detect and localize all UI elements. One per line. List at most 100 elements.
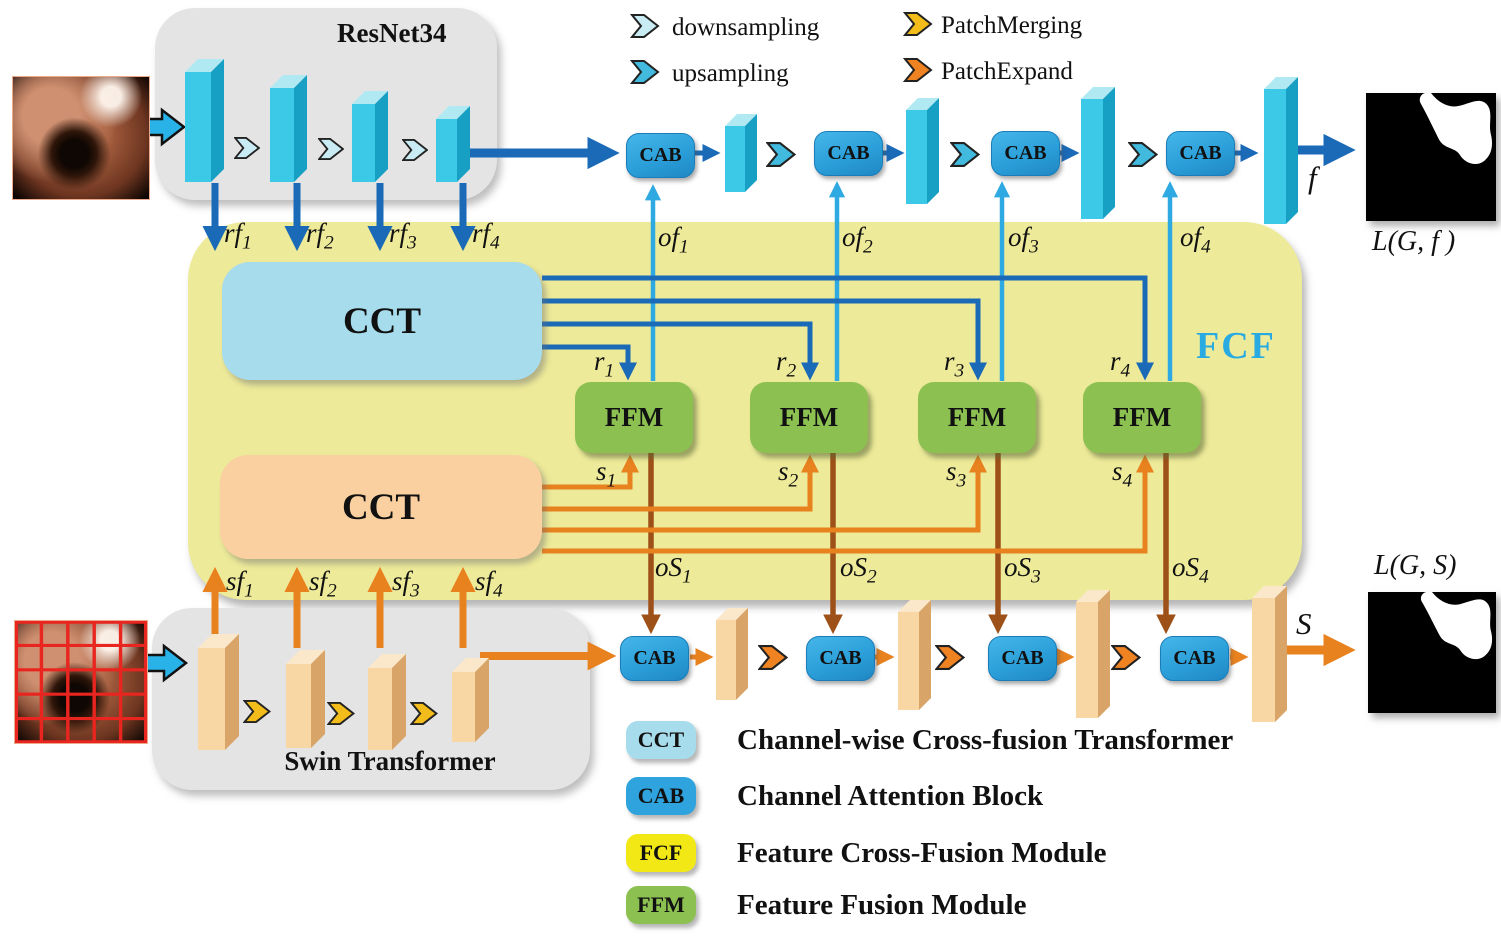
cab-label: CAB <box>827 142 870 164</box>
flow-label-r1: r1 <box>594 346 615 382</box>
s-feature-arrows <box>542 454 1155 554</box>
decoder-bottom-slab-4 <box>1252 598 1275 722</box>
decoder-top-slab-1 <box>725 126 745 192</box>
resnet-feature-slab-2 <box>270 88 294 182</box>
cab-label: CAB <box>819 647 862 669</box>
prediction-mask-s <box>1368 592 1496 713</box>
of-output-arrows <box>644 181 1179 381</box>
legend-desc-cab: Channel Attention Block <box>737 780 1044 812</box>
resnet-feature-slab-1 <box>185 72 211 182</box>
flow-label-s3: s3 <box>946 456 967 492</box>
cab-block-top-1: CAB <box>626 133 695 178</box>
cct-label: CCT <box>342 300 422 342</box>
patch-merging-icon <box>327 702 355 725</box>
legend-swatch-fcf: FCF <box>626 834 696 872</box>
flow-label-of4: of4 <box>1180 222 1211 258</box>
decoder-bottom-slab-1 <box>716 620 736 700</box>
legend-desc-ffm: Feature Fusion Module <box>737 889 1027 921</box>
decoder-bottom-slab-2 <box>898 612 919 710</box>
flow-label-os4: oS4 <box>1172 552 1209 588</box>
flow-label-of3: of3 <box>1008 222 1039 258</box>
fcf-region-label: FCF <box>1196 325 1276 367</box>
prediction-mask-f <box>1366 93 1496 221</box>
cab-block-bottom-1: CAB <box>620 636 689 681</box>
patch-expand-icon <box>1111 645 1141 670</box>
patch-expand-icon <box>758 645 788 670</box>
flow-label-s4: s4 <box>1112 456 1133 492</box>
ffm-block-1: FFM <box>575 382 693 453</box>
flow-label-of1: of1 <box>658 222 689 258</box>
flow-label-r4: r4 <box>1110 346 1131 382</box>
flow-label-rf3: rf3 <box>389 218 417 254</box>
cab-label: CAB <box>633 647 676 669</box>
upsampling-icon <box>766 142 796 167</box>
resnet-feature-slab-3 <box>352 104 375 182</box>
legend-desc-fcf: Feature Cross-Fusion Module <box>737 837 1107 869</box>
flow-label-os2: oS2 <box>840 552 877 588</box>
flow-label-os1: oS1 <box>655 552 692 588</box>
r-feature-arrows <box>542 275 1154 381</box>
flow-label-sf3: sf3 <box>392 566 420 602</box>
patch-expand-icon <box>935 645 965 670</box>
ffm-label: FFM <box>604 402 664 432</box>
cab-block-top-2: CAB <box>814 131 883 176</box>
cab-block-top-4: CAB <box>1166 131 1235 176</box>
downsampling-icon <box>402 139 428 161</box>
input-endoscopy-image-patched <box>14 620 148 744</box>
legend-desc-cct: Channel-wise Cross-fusion Transformer <box>737 724 1234 756</box>
cab-block-bottom-3: CAB <box>988 636 1057 681</box>
patch-expand-legend-icon <box>903 58 933 82</box>
legend-patch-merging: PatchMerging <box>941 12 1083 39</box>
legend-patch-expand: PatchExpand <box>941 58 1073 85</box>
flow-label-rf1: rf1 <box>224 218 252 254</box>
cab-block-bottom-2: CAB <box>806 636 875 681</box>
legend-upsampling: upsampling <box>672 60 789 87</box>
downsampling-icon <box>234 137 260 159</box>
cct-block-swin: CCT <box>220 455 542 559</box>
patch-merging-icon <box>243 700 271 723</box>
cct-block-resnet: CCT <box>222 262 542 380</box>
upsampling-icon <box>1128 142 1158 167</box>
cct-label: CCT <box>341 486 421 528</box>
flow-label-rf4: rf4 <box>472 218 500 254</box>
mask-blob <box>1420 592 1493 660</box>
swin-feature-slab-3 <box>368 668 392 750</box>
downsampling-legend-icon <box>630 14 660 38</box>
swin-title: Swin Transformer <box>284 746 496 776</box>
legend-downsampling: downsampling <box>672 14 820 41</box>
patch-merging-icon <box>410 702 438 725</box>
rf-feature-arrows <box>202 183 476 252</box>
resnet-feature-slab-4 <box>436 119 457 182</box>
swin-feature-slab-4 <box>452 672 475 742</box>
flow-label-sf1: sf1 <box>226 566 254 602</box>
flow-label-os3: oS3 <box>1004 552 1041 588</box>
swin-feature-slab-2 <box>286 664 311 748</box>
cab-label: CAB <box>1179 142 1222 164</box>
downsampling-icon <box>318 138 344 160</box>
flow-label-s2: s2 <box>778 456 799 492</box>
upsampling-legend-icon <box>630 60 660 84</box>
cab-block-bottom-4: CAB <box>1160 636 1229 681</box>
flow-label-s1: s1 <box>596 456 617 492</box>
loss-label-top: L(G, f ) <box>1372 226 1456 257</box>
decoder-bottom-slab-3 <box>1076 602 1098 718</box>
output-label-f: f <box>1308 160 1317 195</box>
cab-block-top-3: CAB <box>991 131 1060 176</box>
patch-grid-overlay <box>15 621 147 743</box>
flow-label-r2: r2 <box>776 346 797 382</box>
flow-label-rf2: rf2 <box>306 218 334 254</box>
decoder-top-slab-2 <box>906 110 927 204</box>
decoder-top-slab-4 <box>1264 89 1286 224</box>
loss-label-bottom: L(G, S) <box>1374 550 1457 581</box>
swin-feature-slab-1 <box>198 648 225 750</box>
resnet-title: ResNet34 <box>337 18 447 48</box>
bottom-decoder-arrows <box>480 633 1356 671</box>
ffm-block-2: FFM <box>750 382 868 453</box>
input-endoscopy-image <box>12 76 150 200</box>
mask-blob <box>1419 93 1493 165</box>
cab-label: CAB <box>639 144 682 166</box>
cab-label: CAB <box>1173 647 1216 669</box>
flow-label-sf4: sf4 <box>475 566 503 602</box>
